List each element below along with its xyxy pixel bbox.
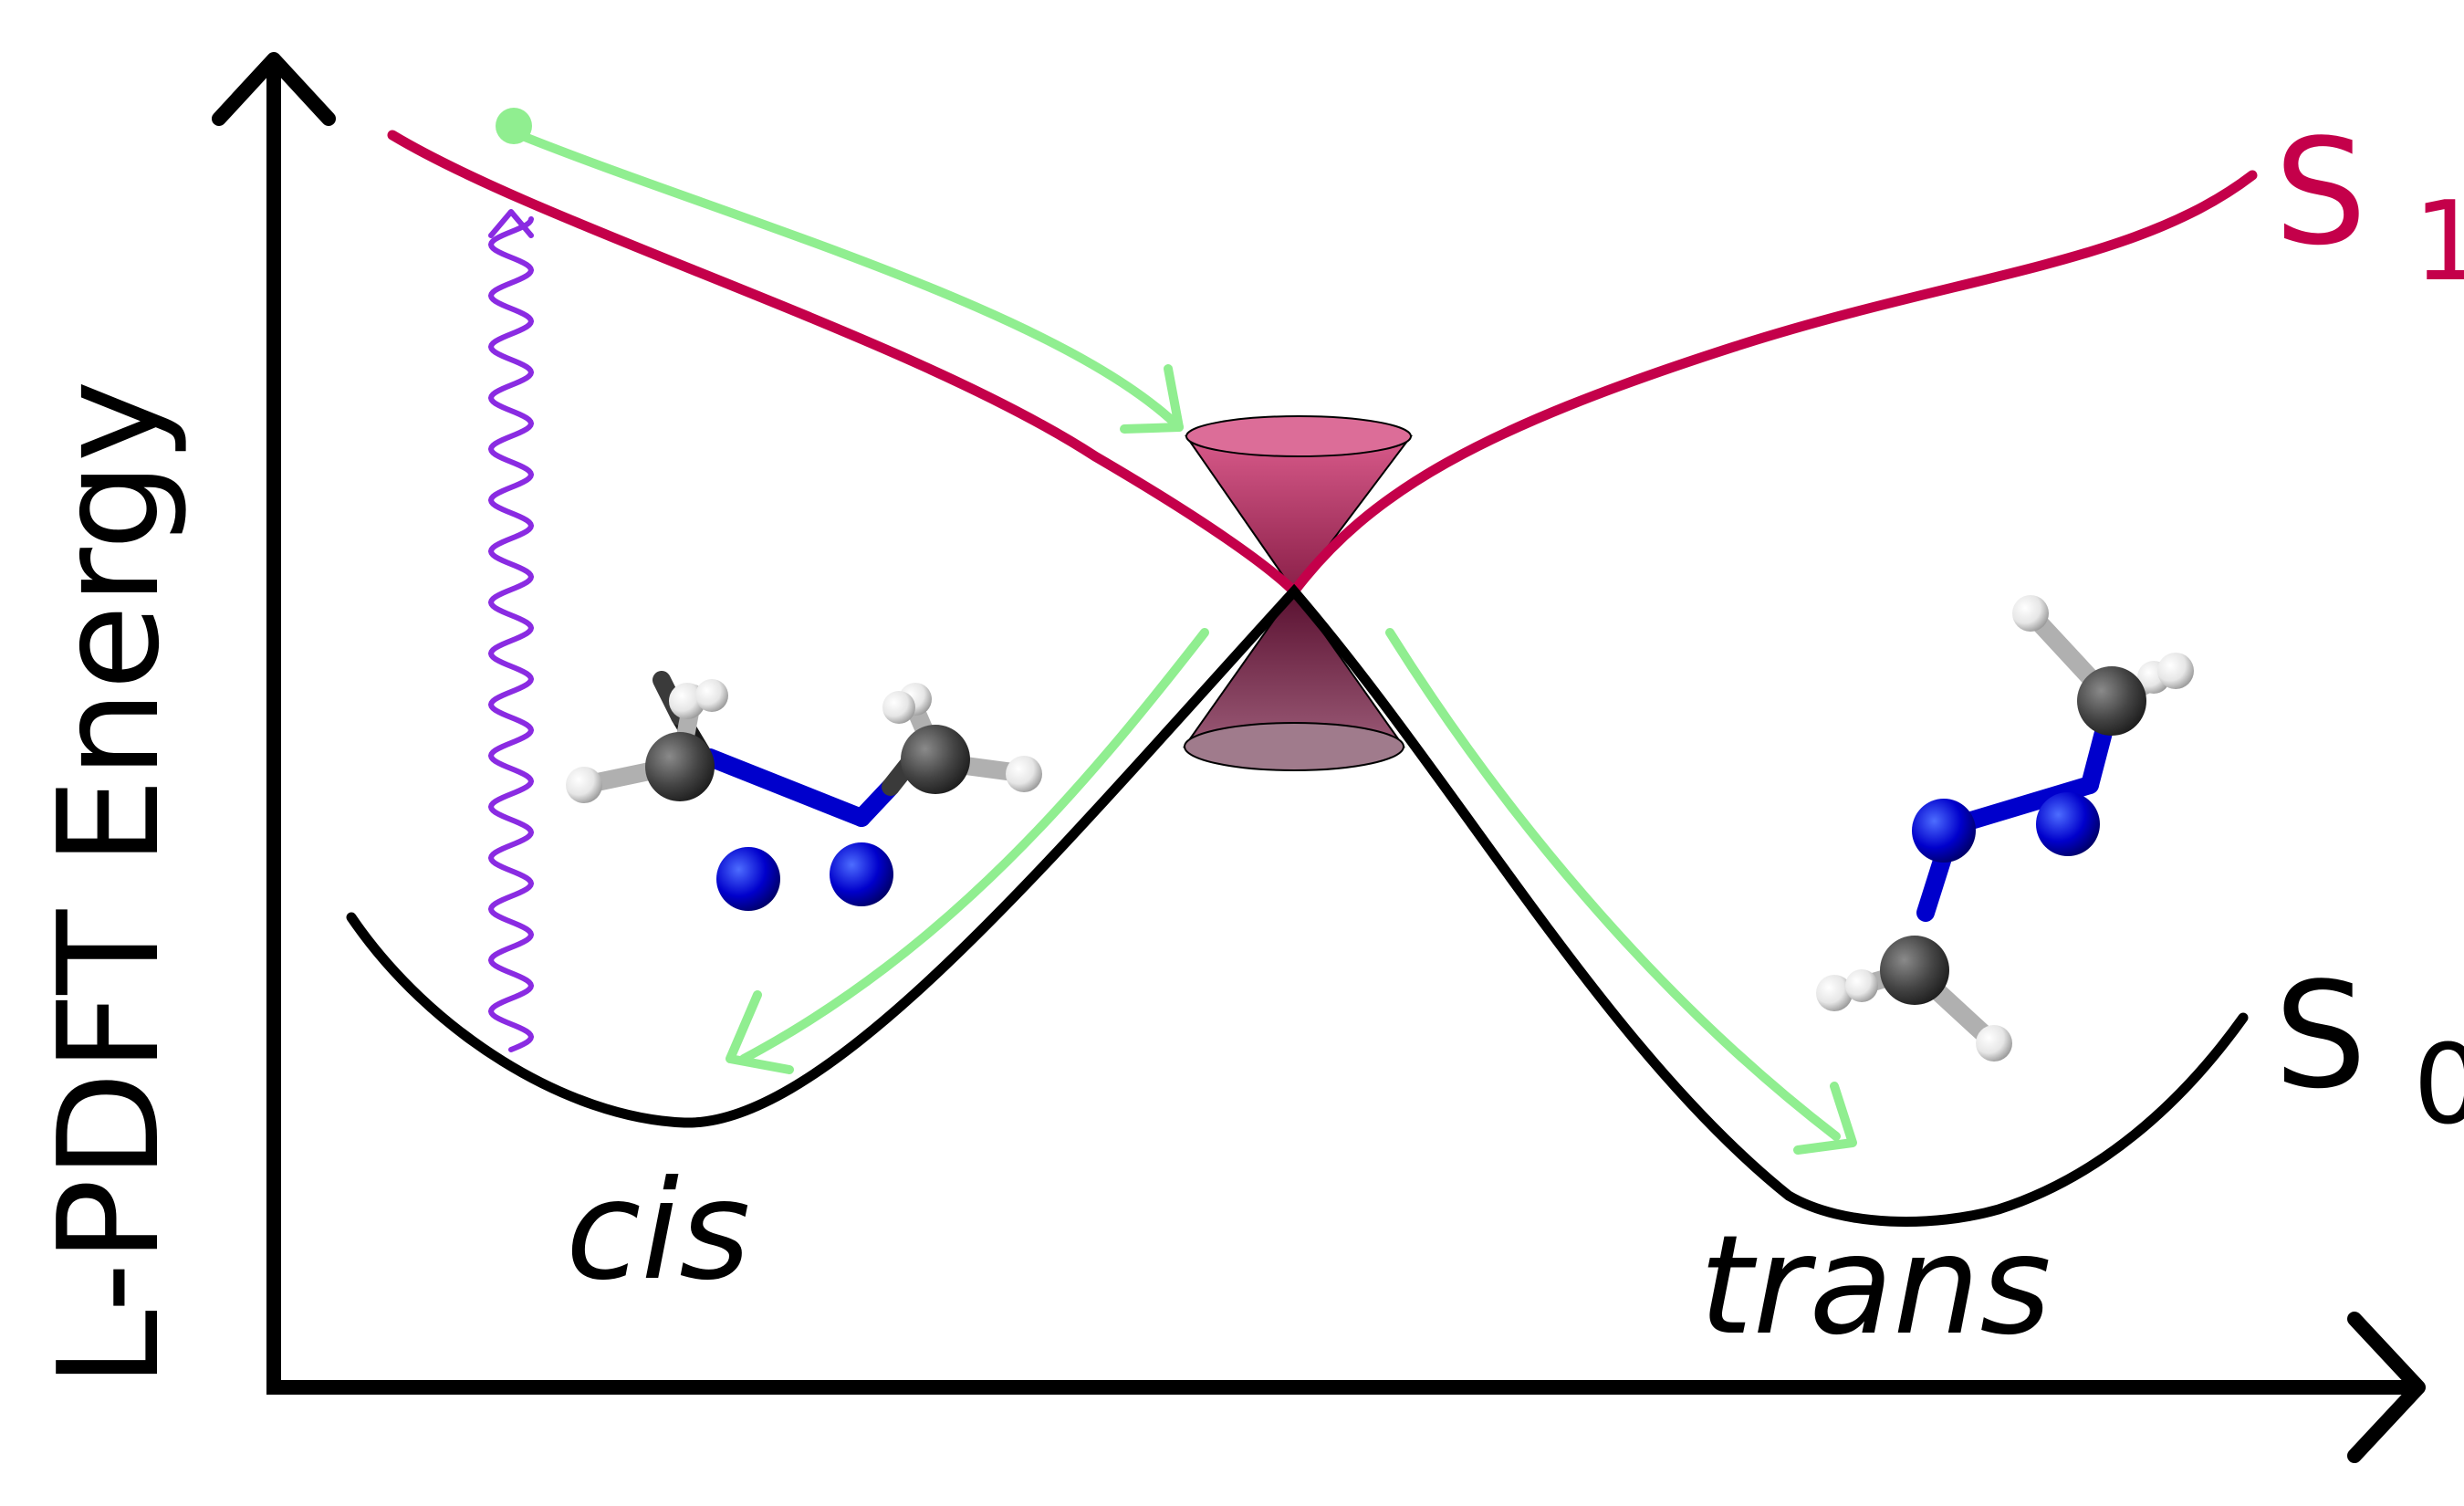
cis-n-atom bbox=[716, 847, 780, 911]
cis-h-atom bbox=[695, 679, 728, 712]
s0-label-text: S bbox=[2274, 950, 2367, 1121]
trans-h-atom bbox=[1816, 975, 1853, 1011]
trans-n-atom bbox=[2036, 792, 2100, 856]
trajectory-cis-arrowhead bbox=[726, 990, 794, 1074]
s0-label-text-subscript: 0 bbox=[2413, 1022, 2464, 1149]
y-axis-arrowhead bbox=[212, 52, 336, 126]
trajectory-s1-descent bbox=[516, 131, 1184, 432]
trans-h-atom bbox=[1976, 1025, 2012, 1062]
cis-label: cis bbox=[566, 1152, 750, 1311]
trans-n-atom bbox=[1912, 799, 1976, 863]
trans-c-atom bbox=[2077, 666, 2146, 736]
excitation-wave bbox=[487, 216, 535, 1052]
trans-h-atom bbox=[2157, 653, 2194, 689]
trans-c-atom bbox=[1880, 936, 1949, 1005]
trajectory-trans-arrowhead bbox=[1793, 1082, 1857, 1155]
cone-lower-rim bbox=[1184, 722, 1404, 771]
cis-h-atom bbox=[566, 767, 602, 803]
trans-h-atom bbox=[1845, 969, 1878, 1002]
trans-h-atom bbox=[2012, 595, 2049, 632]
axes bbox=[212, 52, 2426, 1463]
cis-c-atom bbox=[901, 725, 970, 794]
cone-upper-rim bbox=[1185, 415, 1412, 457]
x-axis-arrowhead bbox=[2347, 1312, 2426, 1463]
s1-label-text-subscript: 1 bbox=[2413, 179, 2464, 306]
trajectory-to-cis bbox=[739, 628, 1209, 1063]
y-axis-label: L-PDFT Energy bbox=[28, 380, 190, 1387]
excitation-arrowhead bbox=[488, 209, 534, 238]
s1-label-text: S bbox=[2274, 107, 2367, 277]
conical-intersection bbox=[1183, 415, 1414, 771]
cis-n-atom bbox=[830, 842, 893, 906]
trajectory-s1-arrowhead bbox=[1120, 364, 1184, 434]
trajectory-arrows bbox=[496, 108, 1857, 1155]
s0-label: S 0 bbox=[2274, 950, 2464, 1149]
excitation-arrow bbox=[487, 209, 535, 1052]
s0-curve bbox=[346, 583, 2249, 1228]
cis-azomethane-molecule bbox=[566, 671, 1042, 911]
cis-h-atom bbox=[882, 691, 915, 724]
cis-c-atom bbox=[645, 732, 715, 801]
cis-h-atom bbox=[1006, 756, 1042, 792]
s1-label: S 1 bbox=[2274, 107, 2464, 306]
trans-label: trans bbox=[1699, 1207, 2052, 1365]
trajectory-to-trans bbox=[1385, 628, 1841, 1141]
trans-azomethane-molecule bbox=[1816, 595, 2194, 1062]
